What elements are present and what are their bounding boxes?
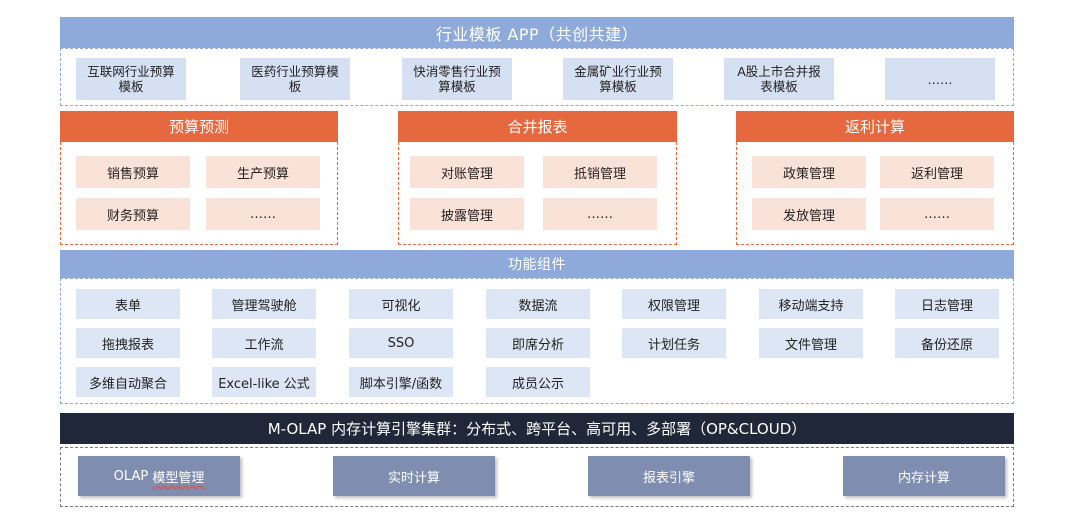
component-scheduler: 计划任务: [622, 328, 726, 358]
engine-report: 报表引擎: [588, 456, 750, 496]
module-item-reconciliation: 对账管理: [410, 156, 524, 188]
template-internet: 互联网行业预算模板: [76, 58, 186, 100]
template-more: ……: [885, 58, 995, 100]
module-rebate-title: 返利计算: [736, 111, 1014, 142]
module-item-elimination: 抵销管理: [543, 156, 657, 188]
component-form: 表单: [76, 289, 180, 319]
module-item-more: ……: [880, 198, 994, 230]
module-consolidation-title: 合并报表: [398, 111, 677, 142]
component-mobile: 移动端支持: [759, 289, 863, 319]
component-backup: 备份还原: [895, 328, 999, 358]
module-item-production-budget: 生产预算: [206, 156, 320, 188]
component-sso: SSO: [349, 328, 453, 358]
component-log: 日志管理: [895, 289, 999, 319]
module-item-more: ……: [543, 198, 657, 230]
module-item-payout: 发放管理: [752, 198, 866, 230]
module-budget-forecast-title: 预算预测: [60, 111, 338, 142]
template-metal-mining: 金属矿业行业预算模板: [563, 58, 673, 100]
module-item-finance-budget: 财务预算: [76, 198, 190, 230]
engine-memory: 内存计算: [843, 456, 1005, 496]
engine-olap-prefix: OLAP: [113, 468, 153, 484]
template-fmcg: 快消零售行业预算模板: [402, 58, 512, 100]
engine-olap-model: OLAP 模型管理: [78, 456, 240, 496]
component-excel-formula: Excel-like 公式: [212, 367, 316, 397]
module-item-policy: 政策管理: [752, 156, 866, 188]
components-panel: [60, 278, 1014, 404]
component-permission: 权限管理: [622, 289, 726, 319]
component-aggregation: 多维自动聚合: [76, 367, 180, 397]
module-item-rebate: 返利管理: [880, 156, 994, 188]
industry-title: 行业模板 APP（共创共建）: [60, 17, 1014, 48]
component-member-formula: 成员公示: [486, 367, 590, 397]
module-consolidation-panel: [398, 142, 677, 245]
module-item-disclosure: 披露管理: [410, 198, 524, 230]
engine-realtime: 实时计算: [333, 456, 495, 496]
component-script-engine: 脚本引擎/函数: [349, 367, 453, 397]
component-cockpit: 管理驾驶舱: [212, 289, 316, 319]
industry-template-panel: [60, 48, 1014, 106]
engine-olap-rest: 模型管理: [152, 470, 205, 486]
component-workflow: 工作流: [212, 328, 316, 358]
component-adhoc: 即席分析: [486, 328, 590, 358]
components-title: 功能组件: [60, 250, 1014, 278]
component-drag-report: 拖拽报表: [76, 328, 180, 358]
component-file: 文件管理: [759, 328, 863, 358]
engine-panel: [60, 447, 1014, 507]
template-pharma: 医药行业预算模板: [240, 58, 350, 100]
module-item-sales-budget: 销售预算: [76, 156, 190, 188]
engine-title: M-OLAP 内存计算引擎集群：分布式、跨平台、高可用、多部署（OP&CLOUD…: [60, 413, 1014, 444]
component-dataflow: 数据流: [486, 289, 590, 319]
template-a-share-consolidation: A股上市合并报表模板: [724, 58, 834, 100]
component-visualization: 可视化: [349, 289, 453, 319]
module-item-more: ……: [206, 198, 320, 230]
module-rebate-panel: [736, 142, 1014, 245]
module-budget-forecast-panel: [60, 142, 338, 245]
